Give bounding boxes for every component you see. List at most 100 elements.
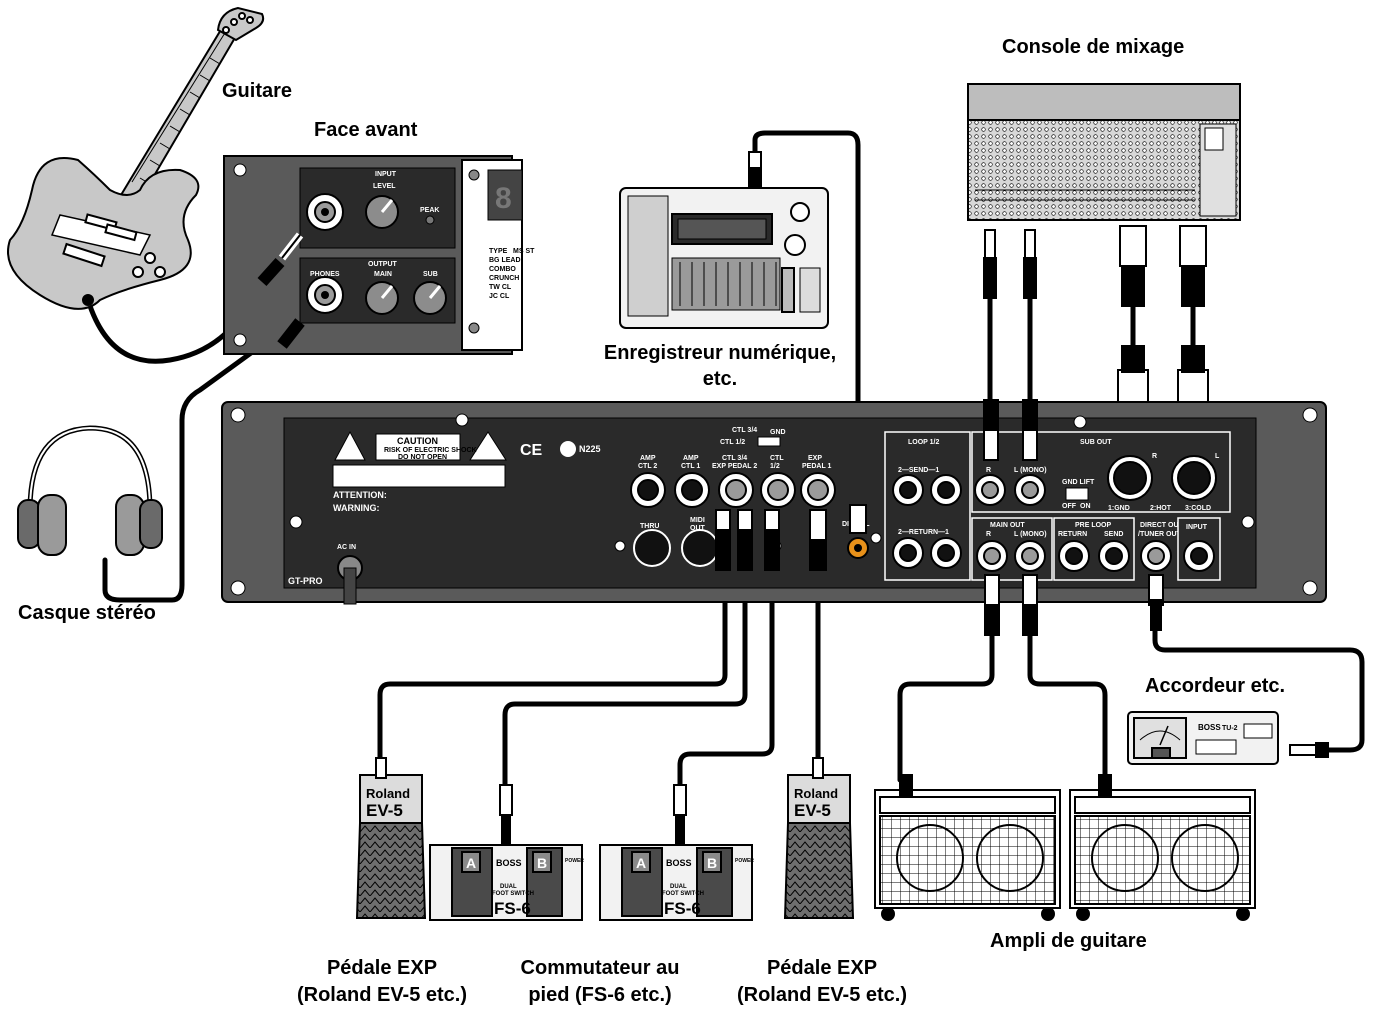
rear-amp-ctl1-b: CTL 1 — [681, 463, 700, 470]
label-exp-pedal2-line2: (Roland EV-5 etc.) — [736, 984, 908, 1006]
exp-pedal-left: Roland EV-5 — [355, 757, 427, 919]
cable-recorder-digital — [752, 130, 861, 508]
rear-main-r-label: R — [986, 531, 991, 538]
rear-ctl-switch-a: CTL 3/4 — [732, 427, 757, 434]
cable-tuner — [1152, 597, 1365, 753]
fp-jc-cl-label: JC CL — [489, 293, 510, 300]
rear-ac-in-label: AC IN — [337, 544, 356, 551]
fp-level-label: LEVEL — [373, 183, 396, 190]
tuner-boss: BOSS — [1198, 723, 1221, 732]
cable-amp-left — [897, 607, 995, 783]
label-footswitch-line1: Commutateur au — [520, 957, 680, 979]
rear-cold-pin: 3:COLD — [1185, 505, 1211, 512]
exp-right-ev5: EV-5 — [794, 801, 831, 820]
rear-gnd-lift-label: GND LIFT — [1062, 479, 1095, 486]
rear-exp1-a: EXP — [808, 455, 822, 462]
rear-ctl12-b: 1/2 — [770, 463, 780, 470]
cable-amp-right — [1027, 607, 1108, 783]
label-tuner: Accordeur etc. — [1145, 675, 1286, 697]
rear-midi-out-a: MIDI — [690, 517, 705, 524]
rear-ctl34-b: EXP PEDAL 2 — [712, 463, 757, 470]
rear-caution-sub1: RISK OF ELECTRIC SHOCK — [384, 447, 477, 454]
guitar-illustration — [7, 6, 265, 310]
rear-direct-out-b: /TUNER OUT — [1138, 531, 1182, 538]
rear-thru-label: THRU — [640, 523, 659, 530]
fp-type-label: TYPE — [489, 248, 508, 255]
label-amp: Ampli de guitare — [990, 930, 1147, 952]
rear-send-label: 2—SEND—1 — [898, 467, 939, 474]
rear-exp1-b: PEDAL 1 — [802, 463, 832, 470]
exp-left-ev5: EV-5 — [366, 801, 403, 820]
fp-sub-label: SUB — [423, 271, 438, 278]
guitar-amp-left — [874, 774, 1061, 921]
exp-right-roland: Roland — [794, 786, 838, 801]
rear-amp-ctl2-a: AMP — [640, 455, 656, 462]
label-exp-pedal-line2: (Roland EV-5 etc.) — [296, 984, 468, 1006]
fs-left-power: POWER — [565, 858, 584, 864]
fp-crunch-label: CRUNCH — [489, 275, 519, 282]
label-mixer: Console de mixage — [1002, 36, 1185, 58]
rear-gnd-pin: 1:GND — [1108, 505, 1130, 512]
rear-off-label: OFF — [1062, 503, 1077, 510]
tuner-model: TU-2 — [1222, 725, 1238, 732]
rear-gnd-label: GND — [770, 429, 786, 436]
fp-ms-st-label: MS ST — [513, 248, 535, 255]
rear-main-out-label: MAIN OUT — [990, 522, 1025, 529]
fs-right-foot-switch: FOOT SWITCH — [662, 891, 704, 897]
rear-caution-label: CAUTION — [397, 436, 438, 446]
front-panel: 8 INPUT LEVEL PEAK OUTPUT PHONES MAIN SU… — [223, 155, 535, 355]
label-footswitch-line2: pied (FS-6 etc.) — [528, 984, 672, 1006]
cable-exp1 — [377, 567, 728, 778]
rear-jacks-ctl — [630, 472, 836, 508]
rear-main-l-label: L (MONO) — [1014, 531, 1047, 538]
fs-left-a: A — [466, 855, 476, 871]
fs-right-dual: DUAL — [670, 884, 687, 890]
footswitch-right: A B BOSS DUAL FOOT SWITCH FS-6 POWER — [599, 784, 754, 921]
fp-main-label: MAIN — [374, 271, 392, 278]
rear-caution-sub2: DO NOT OPEN — [398, 454, 447, 461]
fp-combo-label: COMBO — [489, 266, 516, 273]
rear-attention-label: ATTENTION: — [333, 490, 387, 500]
fs-right-model: FS-6 — [664, 899, 701, 918]
rear-input-label: INPUT — [1186, 524, 1208, 531]
fs-right-b: B — [707, 855, 717, 871]
rear-amp-ctl1-a: AMP — [683, 455, 699, 462]
label-recorder-line1: Enregistreur numérique, — [603, 342, 837, 364]
rear-return-label: 2—RETURN—1 — [898, 529, 949, 536]
rear-n225-label: N225 — [579, 444, 601, 454]
rear-sub-r-label: R — [986, 467, 991, 474]
fs-left-model: FS-6 — [494, 899, 531, 918]
exp-pedal-right: Roland EV-5 — [783, 757, 855, 919]
fs-left-dual: DUAL — [500, 884, 517, 890]
rear-on-label: ON — [1080, 503, 1091, 510]
fp-tw-cl-label: TW CL — [489, 284, 512, 291]
fp-peak-label: PEAK — [420, 207, 439, 214]
rear-ce-mark: CE — [520, 442, 543, 459]
fs-right-a: A — [636, 855, 646, 871]
rear-amp-ctl2-b: CTL 2 — [638, 463, 657, 470]
rear-direct-out-a: DIRECT OUT — [1140, 522, 1184, 529]
rear-warning-label: WARNING: — [333, 503, 380, 513]
exp-left-roland: Roland — [366, 786, 410, 801]
label-exp-pedal-line1: Pédale EXP — [326, 957, 438, 979]
rear-xlr-r: R — [1152, 453, 1157, 460]
rear-pl-return-label: RETURN — [1058, 531, 1087, 538]
label-front-panel: Face avant — [314, 119, 418, 141]
headphones-illustration — [17, 425, 163, 556]
rear-pl-send-label: SEND — [1104, 531, 1123, 538]
digital-recorder-illustration — [619, 151, 829, 329]
cable-fs2 — [677, 567, 775, 788]
fp-input-label: INPUT — [375, 171, 397, 178]
mixer-illustration — [967, 83, 1241, 423]
fs-left-b: B — [537, 855, 547, 871]
label-recorder-line2: etc. — [702, 368, 738, 390]
label-exp-pedal2-line1: Pédale EXP — [766, 957, 878, 979]
cable-fs1 — [502, 567, 748, 788]
fp-bg-lead-label: BG LEAD — [489, 257, 521, 264]
rear-midi-out-b: OUT — [690, 525, 706, 532]
rear-pre-loop-label: PRE LOOP — [1075, 522, 1112, 529]
fs-left-boss: BOSS — [496, 858, 522, 868]
footswitch-left: A B BOSS DUAL FOOT SWITCH FS-6 POWER — [429, 784, 584, 921]
